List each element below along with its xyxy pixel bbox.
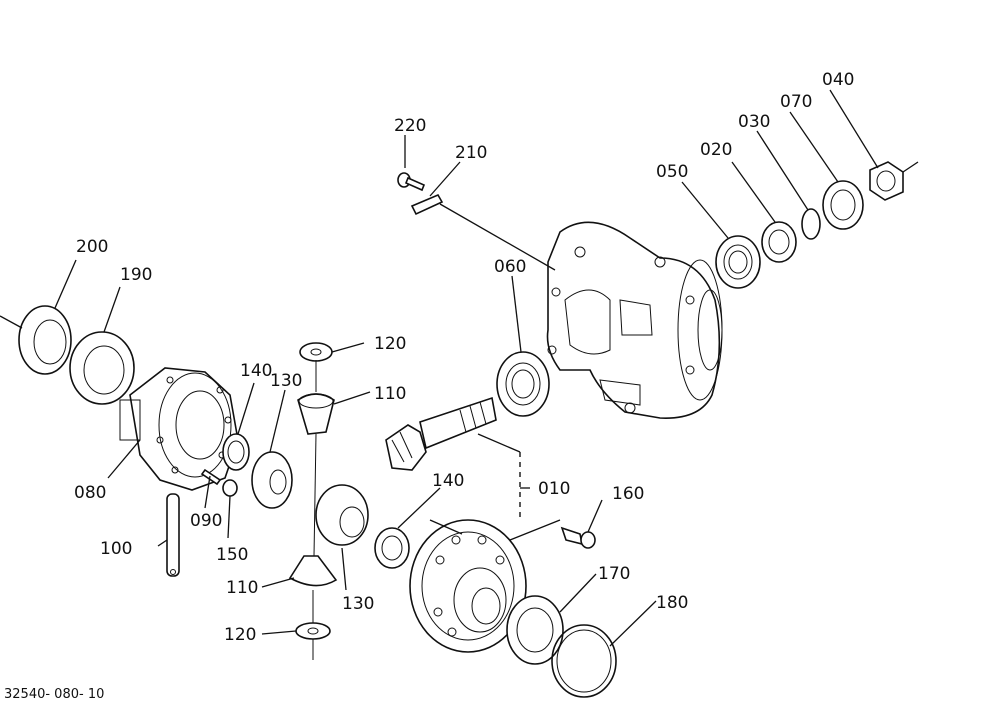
label-220: 220 [394,116,426,136]
bearing-060 [496,351,550,417]
differential-housing [546,221,723,419]
washer-120-top [299,342,333,362]
washer-120-bottom [295,622,331,640]
label-070: 070 [780,92,812,112]
differential-case-080 [119,367,239,491]
label-050: 050 [656,162,688,182]
label-190: 190 [120,265,152,285]
label-100: 100 [100,539,132,559]
bearing-170 [506,595,564,665]
bolt-160 [560,526,596,549]
label-120-top: 120 [374,334,406,354]
pin-090 [200,468,222,486]
part-labels: 220 210 040 070 030 020 050 060 200 190 … [74,70,854,645]
oil-seal-070 [822,180,864,230]
label-200: 200 [76,237,108,257]
bearing-050 [715,235,761,289]
label-110-bottom: 110 [226,578,258,598]
thrust-washer-140-left [222,433,250,471]
pinion-gear-110-top [297,393,335,435]
pinion-gear-110-bottom [288,555,338,587]
label-130-bottom: 130 [342,594,374,614]
label-210: 210 [455,143,487,163]
label-120-bottom: 120 [224,625,256,645]
pinion-shaft [385,396,497,471]
bearing-190 [69,331,135,405]
label-160: 160 [612,484,644,504]
label-170: 170 [598,564,630,584]
ring-nut-200 [0,305,72,375]
label-030: 030 [738,112,770,132]
label-150: 150 [216,545,248,565]
label-020: 020 [700,140,732,160]
side-gear-130-top [251,451,293,509]
ring-gear [409,519,527,653]
label-080: 080 [74,483,106,503]
label-180: 180 [656,593,688,613]
footer-code: 32540- 080- 10 [4,687,104,702]
label-090: 090 [190,511,222,531]
label-140-mid: 140 [432,471,464,491]
shim-180 [551,624,617,698]
label-130-top: 130 [270,371,302,391]
pin-100 [166,493,180,577]
label-010: 010 [538,479,570,499]
collar-020 [761,221,797,263]
leader-lines [54,89,879,647]
label-140-left: 140 [240,361,272,381]
label-040: 040 [822,70,854,90]
side-gear-130-bottom [315,484,369,546]
o-ring-030 [801,208,821,240]
label-060: 060 [494,257,526,277]
lock-plate-210 [410,193,444,216]
thrust-washer-140-mid [374,527,410,569]
label-110-top: 110 [374,384,406,404]
pin-150 [222,479,238,497]
nut-040 [869,161,919,201]
bolt-220 [397,172,426,192]
